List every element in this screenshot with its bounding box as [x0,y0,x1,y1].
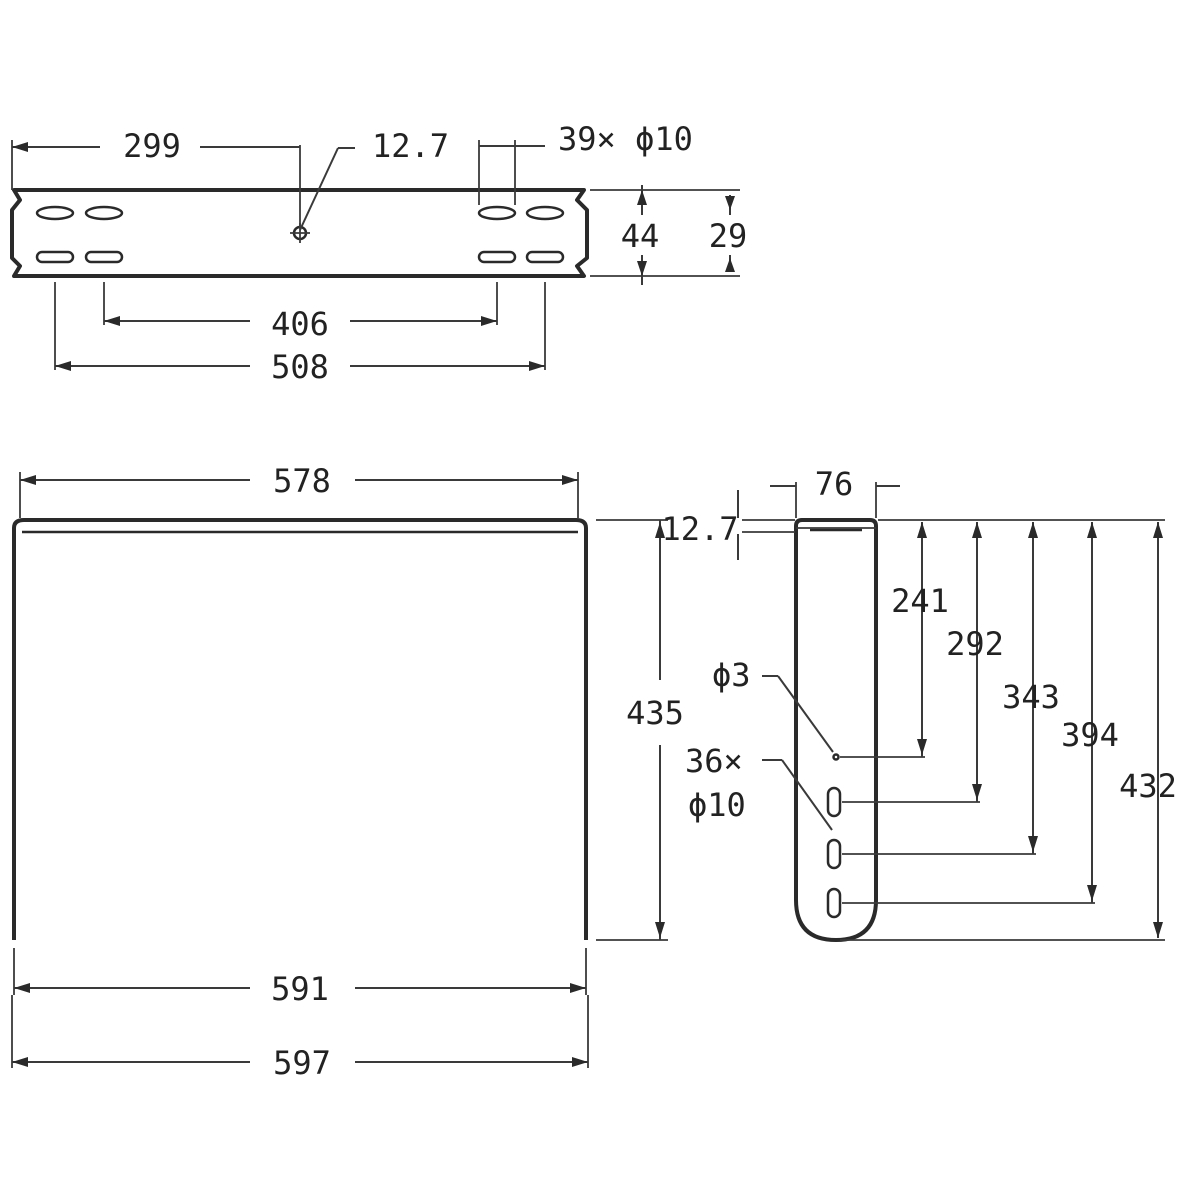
top-upper-slots [35,205,565,221]
dim-508-label: 508 [271,348,329,386]
dim-44-label: 44 [621,217,660,255]
dim-591-label: 591 [271,970,329,1008]
side-view: 76 12.7 241 292 343 394 [661,465,1177,942]
dim-343-label: 343 [1002,678,1060,716]
dim-241-label: 241 [891,582,949,620]
dim-36x-label: 36× [685,742,743,780]
dim-12-7-side-label: 12.7 [661,510,738,548]
top-lower-slots [35,250,565,264]
top-plate-outline [10,188,589,278]
front-body-outline [12,518,588,940]
dim-292-label: 292 [946,625,1004,663]
dim-435-label: 435 [626,694,684,732]
side-small-hole [832,753,840,761]
front-view: 578 435 591 597 [11,462,684,1082]
dim-phi3-label: ϕ3 [712,656,751,694]
top-view: 299 12.7 39× ϕ10 44 29 406 [10,120,748,386]
side-slots [826,786,842,919]
dim-76-label: 76 [815,465,854,503]
dim-holes-top-label: 39× ϕ10 [558,120,693,158]
dim-597-label: 597 [273,1044,331,1082]
dim-394-label: 394 [1061,716,1119,754]
dim-12-7-top-label: 12.7 [372,127,449,165]
side-body-outline [794,518,878,942]
dim-578-label: 578 [273,462,331,500]
dim-phi10-side-label: ϕ10 [688,786,746,824]
dim-406-label: 406 [271,305,329,343]
dim-29-label: 29 [709,217,748,255]
dim-299-label: 299 [123,127,181,165]
dim-432-label: 432 [1119,767,1177,805]
